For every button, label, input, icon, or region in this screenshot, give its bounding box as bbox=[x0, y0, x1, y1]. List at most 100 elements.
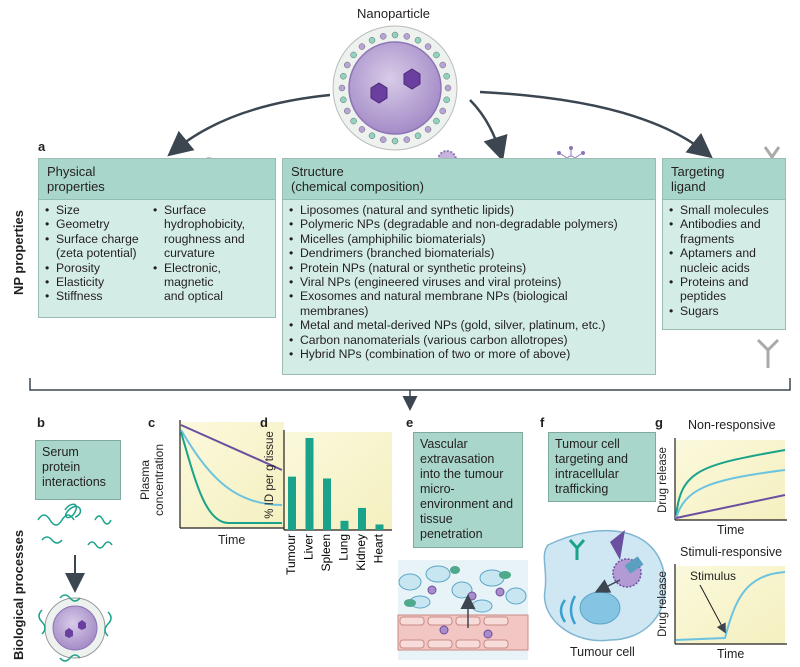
plasma-series-teal bbox=[180, 431, 282, 524]
panel-f-letter: f bbox=[540, 415, 545, 430]
physical-properties-header: Physical properties bbox=[39, 159, 275, 200]
arrow-to-targeting bbox=[479, 90, 713, 159]
drug-release-ylabel-top: Drug release bbox=[657, 447, 669, 513]
targeting-ligand-box: Targeting ligand Small molecules Antibod… bbox=[662, 158, 786, 330]
list-item: (zeta potential) bbox=[56, 246, 137, 261]
list-item: curvature bbox=[164, 246, 215, 261]
targeting-header: Targeting ligand bbox=[663, 159, 785, 200]
list-item: Electronic, bbox=[153, 261, 275, 276]
nonresponsive-title: Non-responsive bbox=[688, 418, 776, 432]
vascular-scene bbox=[397, 560, 529, 660]
plasma-ylabel-2: concentration bbox=[152, 443, 166, 517]
tick-label-heart: Heart bbox=[372, 533, 386, 563]
list-item: magnetic bbox=[164, 275, 214, 290]
list-item: Carbon nanomaterials (various carbon all… bbox=[289, 333, 651, 348]
list-item: Small molecules bbox=[669, 203, 783, 218]
vascular-label: Vascular extravasation into the tumour m… bbox=[413, 432, 523, 548]
panel-b-letter: b bbox=[37, 415, 45, 430]
biological-processes-title: Biological processes bbox=[11, 529, 26, 660]
serum-protein-label: Serum protein interactions bbox=[35, 440, 121, 500]
list-item: Size bbox=[45, 203, 155, 218]
bar-heart bbox=[375, 524, 384, 530]
physical-title-1: Physical bbox=[47, 164, 96, 179]
list-item: Sugars bbox=[669, 304, 783, 319]
bar-liver bbox=[305, 438, 314, 530]
physical-list-1: Size Geometry Surface charge (zeta poten… bbox=[45, 203, 155, 304]
bar-lung bbox=[340, 520, 349, 530]
tick-label-kidney: Kidney bbox=[354, 534, 368, 571]
plasma-ylabel: Plasma concentration bbox=[138, 430, 166, 530]
tumour-targeting-label: Tumour cell targeting and intracellular … bbox=[548, 432, 656, 502]
bar-spleen bbox=[323, 478, 331, 530]
bar-tumour bbox=[288, 476, 296, 530]
drug-release-xlabel-bottom: Time bbox=[717, 647, 745, 661]
tick-label-spleen: Spleen bbox=[319, 534, 333, 571]
tick-label-tumour: Tumour bbox=[284, 534, 298, 575]
list-item: Viral NPs (engineered viruses and viral … bbox=[289, 275, 651, 290]
panel-c-letter: c bbox=[148, 415, 156, 430]
tick-label-lung: Lung bbox=[337, 534, 351, 561]
list-item: Micelles (amphiphilic biomaterials) bbox=[289, 232, 651, 247]
list-item: Proteins and bbox=[669, 275, 783, 290]
plasma-series-blue bbox=[180, 429, 283, 506]
list-item: Surface charge bbox=[45, 232, 155, 247]
list-item: Geometry bbox=[45, 217, 155, 232]
targeting-list: Small molecules Antibodies and fragments… bbox=[669, 203, 783, 319]
list-item: nucleic acids bbox=[680, 260, 750, 275]
list-item: Metal and metal-derived NPs (gold, silve… bbox=[289, 318, 651, 333]
list-item: Stiffness bbox=[45, 289, 155, 304]
list-item: Hybrid NPs (combination of two or more o… bbox=[289, 347, 651, 362]
protein-squiggles bbox=[37, 503, 113, 549]
arrow-to-structure bbox=[469, 99, 508, 162]
drug-release-xlabel-top: Time bbox=[717, 523, 745, 537]
panel-g-letter: g bbox=[655, 415, 663, 430]
plasma-series-purple bbox=[180, 424, 283, 471]
structure-box: Structure (chemical composition) Liposom… bbox=[282, 158, 656, 375]
list-item: membranes) bbox=[300, 303, 369, 318]
list-item: Elasticity bbox=[45, 275, 155, 290]
list-item: Polymeric NPs (degradable and non-degrad… bbox=[289, 217, 651, 232]
list-item: roughness and bbox=[164, 231, 245, 246]
plasma-chart bbox=[179, 420, 286, 529]
physical-properties-box: Physical properties Size Geometry Surfac… bbox=[38, 158, 276, 318]
list-item: and optical bbox=[164, 289, 223, 304]
antibody-icon-2 bbox=[756, 338, 780, 368]
list-item: fragments bbox=[680, 231, 735, 246]
drug-release-ylabel-bottom: Drug release bbox=[657, 571, 669, 637]
targeting-title-1: Targeting bbox=[671, 164, 725, 179]
structure-header: Structure (chemical composition) bbox=[283, 159, 655, 200]
stimuli-responsive-title: Stimuli-responsive bbox=[680, 545, 783, 559]
list-item: Protein NPs (natural or synthetic protei… bbox=[289, 261, 651, 276]
plasma-xlabel: Time bbox=[218, 533, 246, 547]
nanoparticle-icon bbox=[332, 25, 458, 151]
np-properties-title: NP properties bbox=[11, 209, 26, 295]
arrow-to-physical bbox=[167, 93, 331, 157]
physical-title-2: properties bbox=[47, 179, 105, 194]
tumour-cell-label: Tumour cell bbox=[570, 645, 635, 659]
drug-release-nonresponsive-chart bbox=[674, 438, 787, 521]
structure-list: Liposomes (natural and synthetic lipids)… bbox=[289, 203, 651, 362]
panel-e-letter: e bbox=[406, 415, 414, 430]
list-item: Liposomes (natural and synthetic lipids) bbox=[289, 203, 651, 218]
panel-d-letter: d bbox=[260, 415, 268, 430]
list-item: Antibodies and bbox=[669, 217, 783, 232]
tumour-cell bbox=[543, 529, 666, 642]
nanoparticle-label: Nanoparticle bbox=[357, 6, 430, 21]
biodist-ylabel: % ID per g tissue bbox=[264, 431, 276, 519]
physical-list-2: Surface hydrophobicity, roughness and cu… bbox=[153, 203, 275, 304]
panel-a-letter: a bbox=[38, 139, 46, 154]
list-item: Surface bbox=[153, 203, 275, 218]
drug-release-stimuli-chart bbox=[674, 564, 787, 645]
stimulus-label: Stimulus bbox=[690, 569, 737, 583]
structure-title-1: Structure bbox=[291, 164, 344, 179]
structure-title-2: (chemical composition) bbox=[291, 179, 424, 194]
list-item: Aptamers and bbox=[669, 246, 783, 261]
targeting-title-2: ligand bbox=[671, 179, 706, 194]
list-item: Exosomes and natural membrane NPs (biolo… bbox=[289, 289, 651, 304]
tick-label-liver: Liver bbox=[302, 534, 316, 560]
corona-nanoparticle-icon bbox=[38, 594, 112, 662]
list-item: Porosity bbox=[45, 261, 155, 276]
bracket-line bbox=[29, 378, 791, 391]
list-item: peptides bbox=[680, 289, 727, 304]
